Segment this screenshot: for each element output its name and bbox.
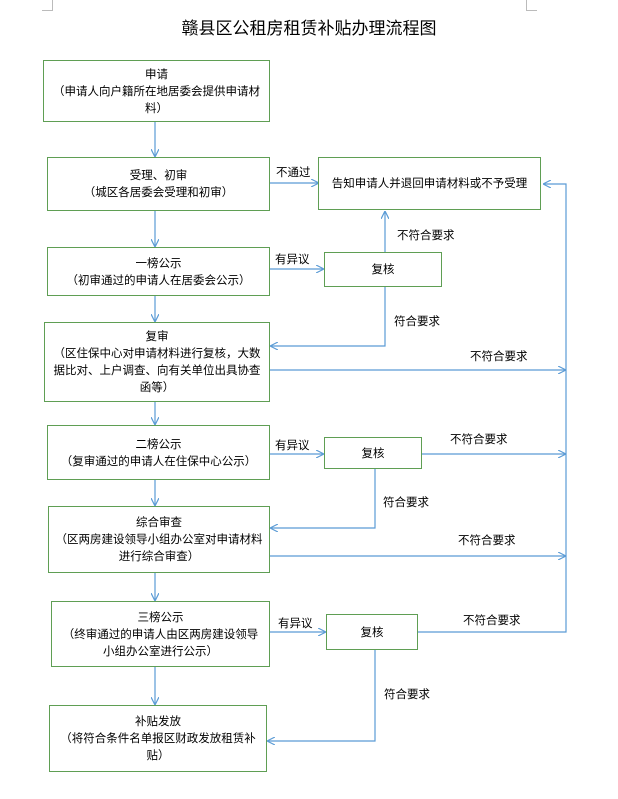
reject-box: 告知申请人并退回申请材料或不予受理 bbox=[318, 157, 541, 210]
label-review2-not-meets: 不符合要求 bbox=[450, 432, 508, 446]
page-corner-mark bbox=[42, 0, 53, 11]
step-apply-box: 申请 （申请人向户籍所在地居委会提供申请材料） bbox=[43, 60, 270, 122]
step-accept-desc: （城区各居委会受理和初审） bbox=[83, 185, 234, 199]
review-box-1: 复核 bbox=[324, 252, 442, 287]
step-subsidy-desc: （将符合条件名单报区财政发放租赁补贴） bbox=[60, 731, 256, 762]
step-accept-box: 受理、初审 （城区各居委会受理和初审） bbox=[47, 157, 270, 211]
step-apply-desc: （申请人向户籍所在地居委会提供申请材料） bbox=[53, 83, 260, 115]
label-review1-not-meets: 不符合要求 bbox=[397, 228, 455, 242]
step-recheck-title: 复审 bbox=[145, 329, 169, 343]
page-title: 赣县区公租房租赁补贴办理流程图 bbox=[181, 19, 437, 39]
step-notice2-desc: （复审通过的申请人在住保中心公示） bbox=[60, 453, 257, 468]
label-objection-1: 有异议 bbox=[275, 252, 310, 266]
step-notice3-desc: （终审通过的申请人由区两房建设领导小组办公室进行公示） bbox=[62, 626, 259, 658]
label-review1-meets: 符合要求 bbox=[394, 314, 440, 328]
label-review3-not-meets: 不符合要求 bbox=[463, 613, 521, 627]
label-review3-meets: 符合要求 bbox=[384, 687, 430, 701]
step-recheck-box: 复审 （区住保中心对申请材料进行复核，大数据比对、上户调查、向有关单位出具协查函… bbox=[44, 322, 270, 402]
step-notice3-box: 三榜公示 （终审通过的申请人由区两房建设领导小组办公室进行公示） bbox=[51, 601, 270, 667]
label-step6-not-meets: 不符合要求 bbox=[458, 533, 516, 547]
step-notice2-title: 二榜公示 bbox=[135, 436, 182, 451]
arrow-review3-meets bbox=[268, 650, 376, 741]
step-apply-title: 申请 bbox=[145, 66, 168, 81]
review-box-2: 复核 bbox=[324, 437, 422, 469]
arrow-review3-not-meets bbox=[418, 184, 567, 633]
step-subsidy-title: 补贴发放 bbox=[135, 714, 181, 728]
label-objection-2: 有异议 bbox=[275, 438, 310, 452]
step-notice1-title: 一榜公示 bbox=[135, 255, 182, 270]
step-review-title: 综合审查 bbox=[136, 515, 182, 529]
step-notice3-title: 三榜公示 bbox=[137, 609, 184, 624]
step-review-box: 综合审查 （区两房建设领导小组办公室对申请材料进行综合审查） bbox=[48, 506, 270, 573]
step-accept-title: 受理、初审 bbox=[129, 168, 188, 182]
label-step4-not-meets: 不符合要求 bbox=[470, 349, 528, 363]
step-recheck-desc: （区住保中心对申请材料进行复核，大数据比对、上户调查、向有关单位出具协查函等） bbox=[53, 346, 261, 394]
label-not-passed: 不通过 bbox=[276, 165, 311, 179]
arrow-review2-meets bbox=[271, 469, 376, 528]
step-notice2-box: 二榜公示 （复审通过的申请人在住保中心公示） bbox=[47, 425, 270, 480]
step-notice1-desc: （初审通过的申请人在居委会公示） bbox=[66, 272, 251, 287]
arrow-review1-meets bbox=[271, 287, 386, 346]
step-review-desc: （区两房建设领导小组办公室对申请材料进行综合审查） bbox=[55, 532, 263, 563]
label-review2-meets: 符合要求 bbox=[383, 495, 429, 509]
review-box-3: 复核 bbox=[326, 614, 418, 650]
label-objection-3: 有异议 bbox=[278, 616, 313, 630]
step-notice1-box: 一榜公示 （初审通过的申请人在居委会公示） bbox=[47, 247, 270, 296]
step-subsidy-box: 补贴发放 （将符合条件名单报区财政发放租赁补贴） bbox=[49, 705, 267, 772]
page-corner-mark bbox=[526, 0, 537, 11]
